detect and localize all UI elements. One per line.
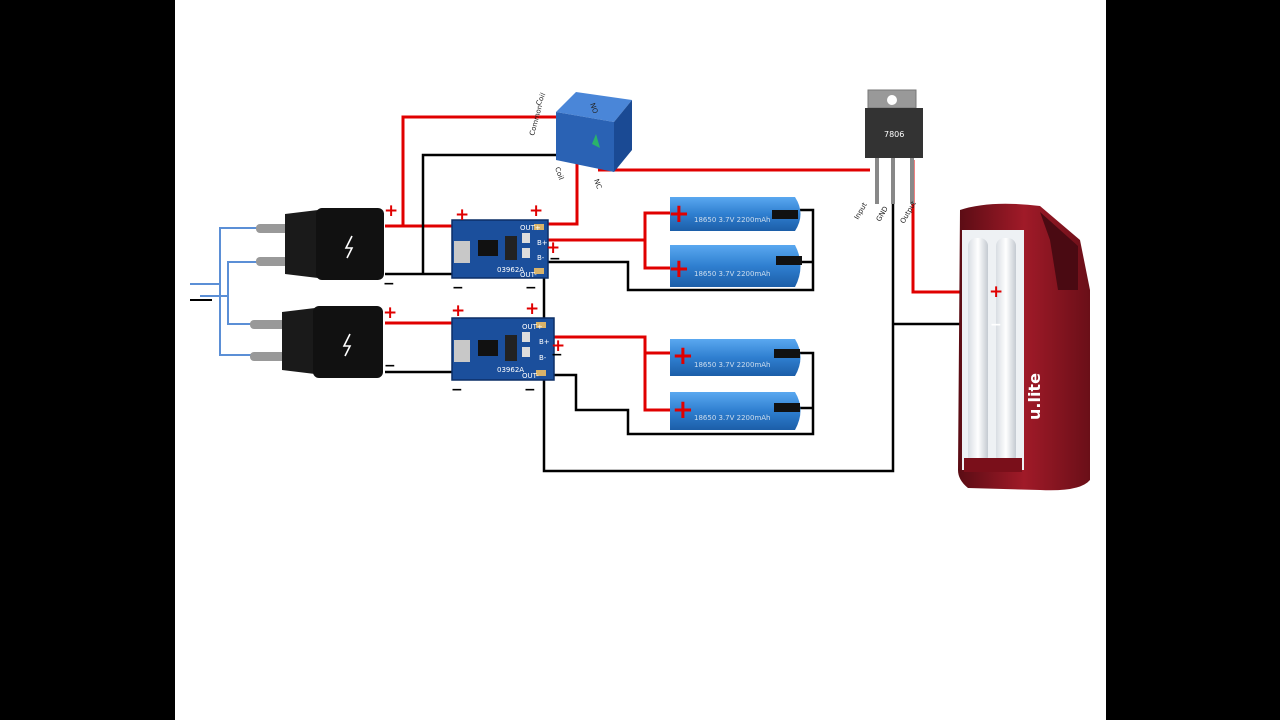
battery-text: 18650 3.7V 2200mAh [694,361,771,369]
pin-output-label: Output [899,200,918,225]
usb-charger-2 [250,306,383,378]
b-plus-label: B+ [539,338,550,346]
plus-marker: + [551,336,565,356]
out-minus-label: OUT- [520,271,537,279]
minus-marker: − [551,347,563,363]
out-plus-label: OUT+ [520,224,541,232]
battery-text: 18650 3.7V 2200mAh [694,414,771,422]
minus-marker: − [524,382,536,398]
relay-pin-no: NO [588,102,599,115]
out-minus-label: OUT- [522,372,539,380]
usb-charger-1 [256,208,384,280]
relay-pin-nc: NC [592,178,603,190]
relay: Coil Common NO Coil NC [528,92,632,190]
lamp-brand: u.lite [1025,373,1044,420]
pin-input-label: Input [853,201,869,221]
chip-label: 03962A [497,266,524,274]
b-minus-label: B- [537,254,545,262]
plus-marker: + [525,299,539,319]
minus-marker: − [990,317,1002,333]
battery-1: 18650 3.7V 2200mAh [670,197,801,231]
battery-plus: + [668,199,690,229]
plus-marker: + [989,282,1003,302]
battery-plus: + [672,341,694,371]
plus-marker: + [384,201,398,221]
b-plus-label: B+ [537,239,548,247]
battery-3: 18650 3.7V 2200mAh [670,339,801,376]
plus-marker: + [455,205,469,225]
battery-text: 18650 3.7V 2200mAh [694,270,771,278]
battery-4: 18650 3.7V 2200mAh [670,392,801,430]
plus-marker: + [451,301,465,321]
battery-plus: + [672,395,694,425]
charger-module-1: OUT+ OUT- B+ B- 03962A [451,219,549,279]
minus-marker: − [549,251,561,267]
minus-marker: − [525,280,537,296]
b-minus-label: B- [539,354,547,362]
plus-marker: + [546,238,560,258]
battery-plus: + [668,254,690,284]
battery-text: 18650 3.7V 2200mAh [694,216,771,224]
plus-marker: + [529,201,543,221]
plus-marker: + [383,303,397,323]
emergency-lamp: u.lite [958,203,1090,491]
chip-label: 03962A [497,366,524,374]
polarity-markers: + + + + + + + + + + + + + − − − − − [383,199,1003,425]
minus-marker: − [452,280,464,296]
minus-marker: − [383,276,395,292]
minus-marker: − [384,358,396,374]
charger-module-2: OUT+ OUT- B+ B- 03962A [451,317,555,381]
regulator-label: 7806 [884,130,904,139]
voltage-regulator-7806: 7806 Input GND Output [853,89,923,225]
relay-pin-common: Common [528,104,544,137]
ac-input-wires [190,227,262,356]
relay-pin-coil-b: Coil [553,166,565,181]
pin-gnd-label: GND [875,205,890,223]
minus-marker: − [451,382,463,398]
battery-2: 18650 3.7V 2200mAh [670,245,802,287]
out-plus-label: OUT+ [522,323,543,331]
